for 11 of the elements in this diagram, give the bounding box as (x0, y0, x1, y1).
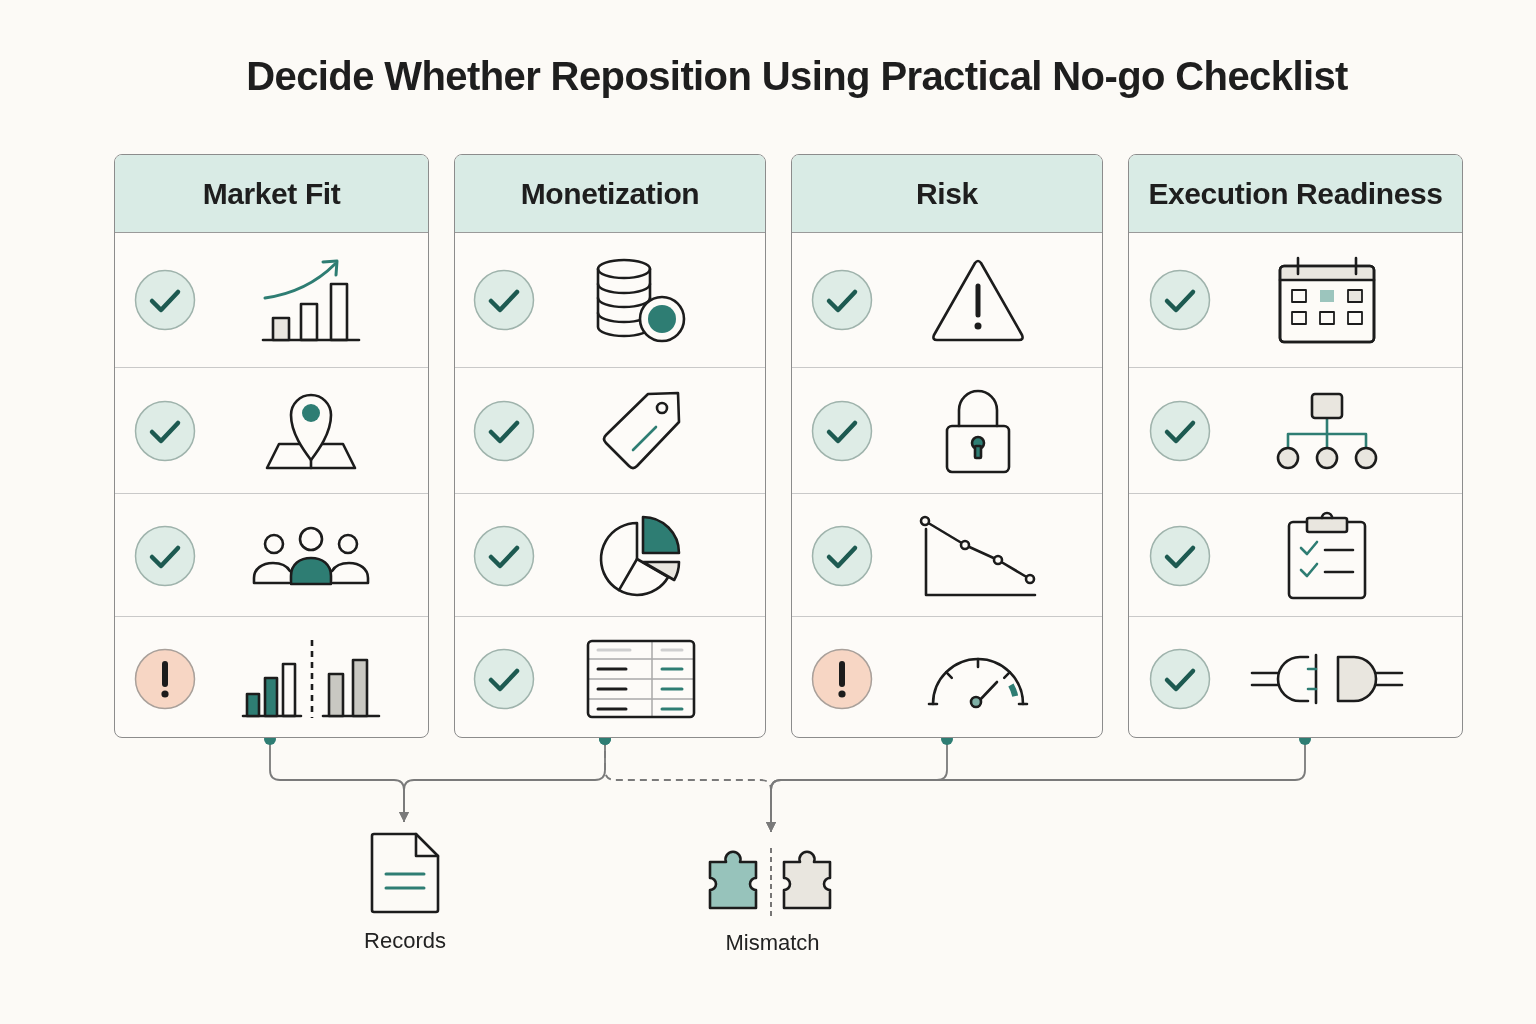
checklist-panel (791, 154, 1103, 738)
column-header: Execution Readiness (1129, 155, 1462, 233)
column-header: Market Fit (115, 155, 428, 233)
column-header: Risk (792, 155, 1102, 233)
node-label: Records (363, 928, 447, 954)
node-label: Mismatch (724, 930, 821, 956)
diagram-title: Decide Whether Reposition Using Practical No-go Checklist (245, 53, 1349, 100)
column-header: Monetization (455, 155, 765, 233)
checklist-panel (1128, 154, 1463, 738)
checklist-panel (114, 154, 429, 738)
checklist-panel (454, 154, 766, 738)
